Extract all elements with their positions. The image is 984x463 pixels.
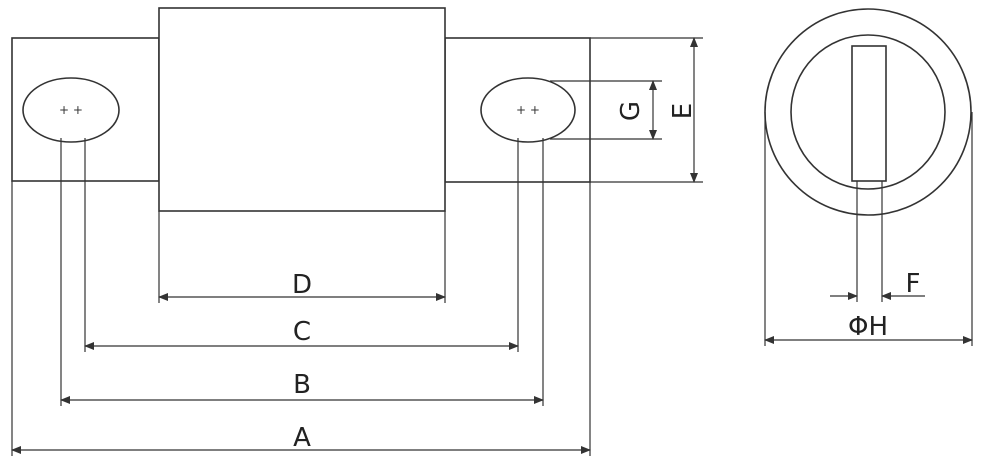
label-F: F <box>906 269 921 299</box>
label-B: B <box>293 370 311 400</box>
side-view: + + + + D C B A G E <box>11 7 703 456</box>
label-G: G <box>616 101 646 121</box>
end-view-terminal <box>851 45 887 182</box>
right-slot-marks: + + <box>516 103 540 117</box>
label-H: ΦH <box>848 312 888 342</box>
label-A: A <box>293 423 311 453</box>
left-mounting-slot <box>22 77 120 143</box>
end-view: F ΦH <box>764 8 973 346</box>
label-C: C <box>293 317 311 347</box>
fuse-body <box>158 7 446 212</box>
label-E: E <box>668 103 698 119</box>
left-slot-marks: + + <box>59 103 83 117</box>
right-mounting-slot <box>480 77 576 143</box>
label-D: D <box>292 270 312 300</box>
